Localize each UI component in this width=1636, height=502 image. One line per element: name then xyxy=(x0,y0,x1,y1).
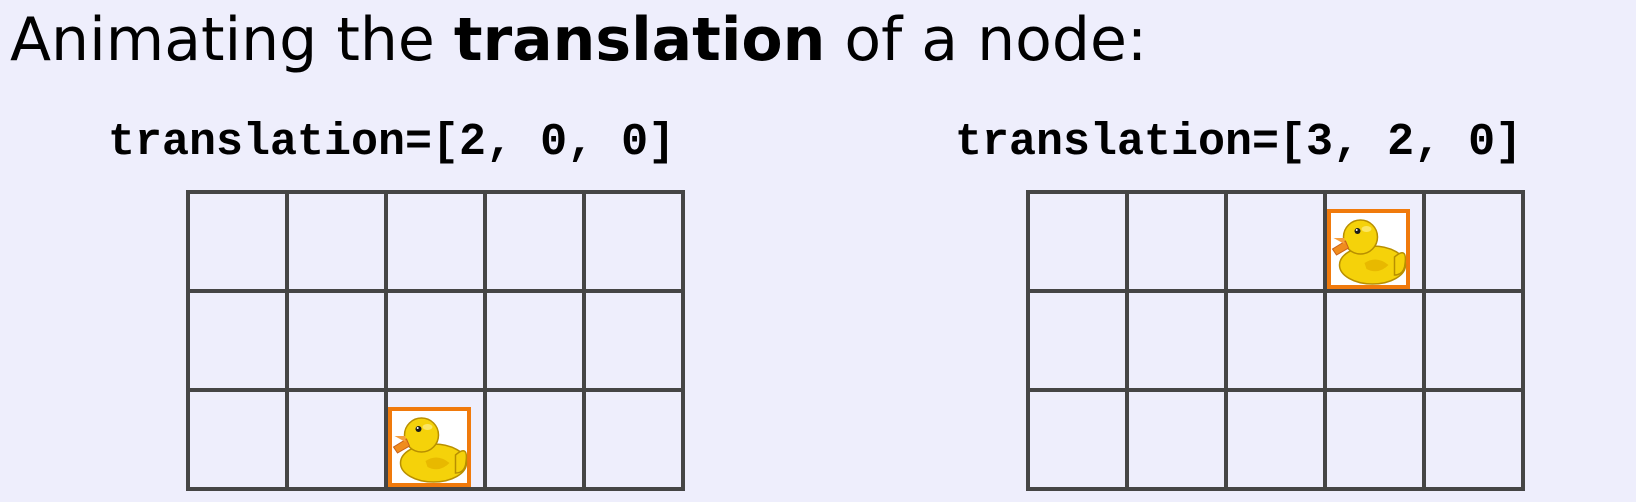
title-suffix: of a node: xyxy=(825,5,1148,75)
title-prefix: Animating the xyxy=(10,5,454,75)
left-translation-label: translation=[2, 0, 0] xyxy=(108,117,676,168)
page-title: Animating the translation of a node: xyxy=(10,2,1147,78)
right-grid xyxy=(1026,190,1525,491)
title-bold-word: translation xyxy=(453,5,826,75)
duck-marker xyxy=(388,407,471,487)
left-grid xyxy=(186,190,685,491)
rubber-duck-icon xyxy=(392,417,468,483)
duck-marker xyxy=(1327,209,1410,289)
grid-background xyxy=(1028,192,1523,489)
right-translation-label: translation=[3, 2, 0] xyxy=(955,117,1523,168)
rubber-duck-icon xyxy=(1331,219,1407,285)
